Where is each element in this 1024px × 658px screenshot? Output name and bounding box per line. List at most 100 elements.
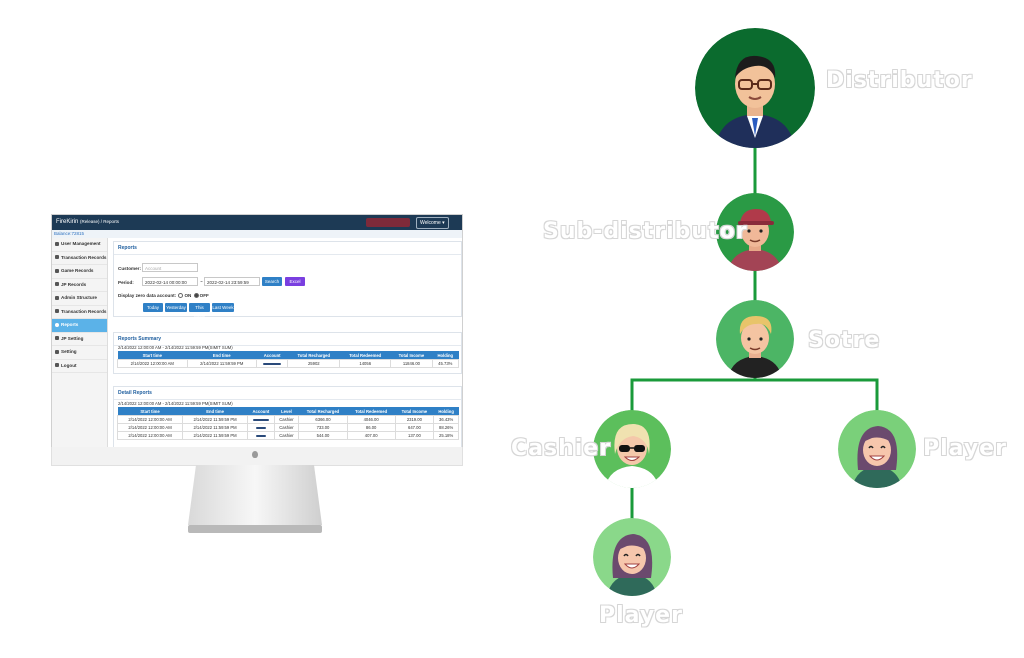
sidebar-item-jp-setting[interactable]: JP Setting <box>52 333 107 346</box>
col-total-redeemed[interactable]: Total Redeemed <box>347 407 396 416</box>
period-label: Period: <box>118 280 134 285</box>
sidebar-item-admin-structure[interactable]: Admin Structure <box>52 292 107 306</box>
col-end-time[interactable]: End time <box>182 407 248 416</box>
connector-branch <box>630 378 879 412</box>
last-week-button[interactable]: Last Week <box>212 303 234 312</box>
sidebar-item-transaction-records[interactable]: Transaction Records <box>52 252 107 265</box>
search-button[interactable]: Search <box>262 277 282 286</box>
col-total-redeemed[interactable]: Total Redeemed <box>339 351 391 360</box>
jp-setting-icon <box>55 336 59 341</box>
cell-redeemed: 407.00 <box>346 431 396 440</box>
game-icon <box>55 268 59 273</box>
sidebar: User Management Transaction Records Game… <box>52 238 108 448</box>
cashier-label: Cashier <box>511 436 612 461</box>
reports-panel: Reports Customer: Account Period: 2022-0… <box>113 241 462 319</box>
balance-text: Balance:72815 <box>54 231 85 236</box>
sidebar-item-game-records[interactable]: Game Records <box>52 265 107 279</box>
app-brand: FireKirin <box>56 219 79 225</box>
distributor-label: Distributor <box>826 68 973 93</box>
this-week-button[interactable]: This Week <box>189 303 210 319</box>
player-right-label: Player <box>923 436 1007 461</box>
transaction-icon <box>55 309 59 314</box>
reports-icon <box>55 322 59 327</box>
col-start-time[interactable]: Start time <box>117 407 183 416</box>
period-separator: ~ <box>200 279 203 284</box>
table-row: 2/14/2022 12:00:00 AM 2/14/2022 11:59:59… <box>116 423 459 432</box>
masked-account <box>255 426 266 429</box>
col-total-income[interactable]: Total Income <box>395 407 434 416</box>
sub-distributor-label: Sub-distributor <box>543 219 748 244</box>
sidebar-item-user-management[interactable]: User Management <box>52 238 107 252</box>
monitor-screen: FireKirin (Release) / Reports Welcome ▾ … <box>51 214 463 449</box>
cell-account[interactable] <box>247 431 275 440</box>
masked-account <box>263 362 282 365</box>
breadcrumb-path: (Release) / Reports <box>80 219 120 224</box>
sub-distributor-avatar <box>716 193 794 271</box>
col-total-recharged[interactable]: Total Recharged <box>298 407 348 416</box>
users-icon <box>55 241 59 246</box>
reports-title: Reports <box>114 242 461 255</box>
sidebar-item-setting[interactable]: Setting <box>52 346 107 360</box>
yesterday-button[interactable]: Yesterday <box>165 303 187 312</box>
excel-button[interactable]: Excel <box>285 277 305 286</box>
store-label: Sotre <box>808 328 881 353</box>
logout-icon <box>55 363 59 368</box>
gear-icon <box>55 349 59 354</box>
zero-data-toggle: Display zero data account: ON OFF <box>118 293 209 299</box>
sidebar-item-reports[interactable]: Reports <box>52 319 107 333</box>
customer-label: Customer: <box>118 266 141 271</box>
masked-account <box>255 434 266 437</box>
cell-end: 2/14/2022 11:59:59 PM <box>186 359 257 368</box>
col-level[interactable]: Level <box>274 407 299 416</box>
today-button[interactable]: Today <box>143 303 163 312</box>
summary-table: Start time End time Account Total Rechar… <box>117 351 460 368</box>
detail-title: Detail Reports <box>114 387 461 400</box>
col-total-income[interactable]: Total Income <box>390 351 433 360</box>
col-total-recharged[interactable]: Total Recharged <box>287 351 340 360</box>
admin-icon <box>55 295 59 300</box>
period-start-input[interactable]: 2022-02-14 00:00:00 <box>142 277 198 286</box>
sidebar-item-transaction-records-2[interactable]: Transaction Records <box>52 306 107 319</box>
col-account[interactable]: Account <box>247 407 275 416</box>
monitor-stand <box>188 465 322 533</box>
sidebar-item-logout[interactable]: Logout <box>52 360 107 373</box>
cell-holding: 45.73% <box>431 359 460 368</box>
apple-logo-icon <box>252 451 258 458</box>
breadcrumb: FireKirin (Release) / Reports <box>56 219 119 225</box>
distributor-avatar <box>695 28 815 148</box>
player-right-avatar <box>838 410 916 488</box>
col-start-time[interactable]: Start time <box>117 351 187 360</box>
detail-range: 2/14/2022 12:00:00 AM - 2/14/2022 11:59:… <box>118 401 233 406</box>
detail-table: Start time End time Account Level Total … <box>116 407 459 440</box>
player-bottom-label: Player <box>599 603 683 628</box>
app-header: FireKirin (Release) / Reports Welcome ▾ <box>52 215 462 230</box>
detail-reports-panel: Detail Reports 2/14/2022 12:00:00 AM - 2… <box>113 386 462 448</box>
sidebar-item-jp-records[interactable]: JP Records <box>52 279 107 292</box>
col-account[interactable]: Account <box>256 351 288 360</box>
cell-recharged: 544.00 <box>298 431 348 440</box>
summary-title: Reports Summary <box>114 333 461 346</box>
period-end-input[interactable]: 2022-02-14 23:59:59 <box>204 277 260 286</box>
cell-start: 2/14/2022 12:00:00 AM <box>116 431 184 440</box>
welcome-menu[interactable]: Welcome ▾ <box>416 217 449 229</box>
zero-on-label: ON <box>184 293 192 298</box>
summary-range: 2/14/2022 12:00:00 AM - 2/14/2022 11:59:… <box>118 345 233 350</box>
cashier-avatar <box>593 410 671 488</box>
table-row: 2/14/2022 12:00:00 AM 2/14/2022 11:59:59… <box>116 431 459 440</box>
customer-input[interactable]: Account <box>142 263 198 272</box>
masked-account <box>252 418 269 421</box>
col-end-time[interactable]: End time <box>187 351 257 360</box>
col-holding[interactable]: Holding <box>432 351 459 360</box>
cell-end: 2/14/2022 11:59:59 PM <box>182 431 249 440</box>
reports-summary-panel: Reports Summary 2/14/2022 12:00:00 AM - … <box>113 332 462 374</box>
table-row: 2/14/2022 12:00:00 AM 2/14/2022 11:59:59… <box>117 359 460 368</box>
zero-off-label: OFF <box>199 293 209 298</box>
col-holding[interactable]: Holding <box>433 407 459 416</box>
zero-off-radio[interactable] <box>193 293 199 299</box>
zero-data-label: Display zero data account: <box>118 293 177 298</box>
header-notice[interactable] <box>366 218 410 227</box>
table-row: 2/14/2022 12:00:00 AM 2/14/2022 11:59:59… <box>116 415 459 424</box>
player-bottom-avatar <box>593 518 671 596</box>
table-header: Start time End time Account Level Total … <box>117 407 459 416</box>
